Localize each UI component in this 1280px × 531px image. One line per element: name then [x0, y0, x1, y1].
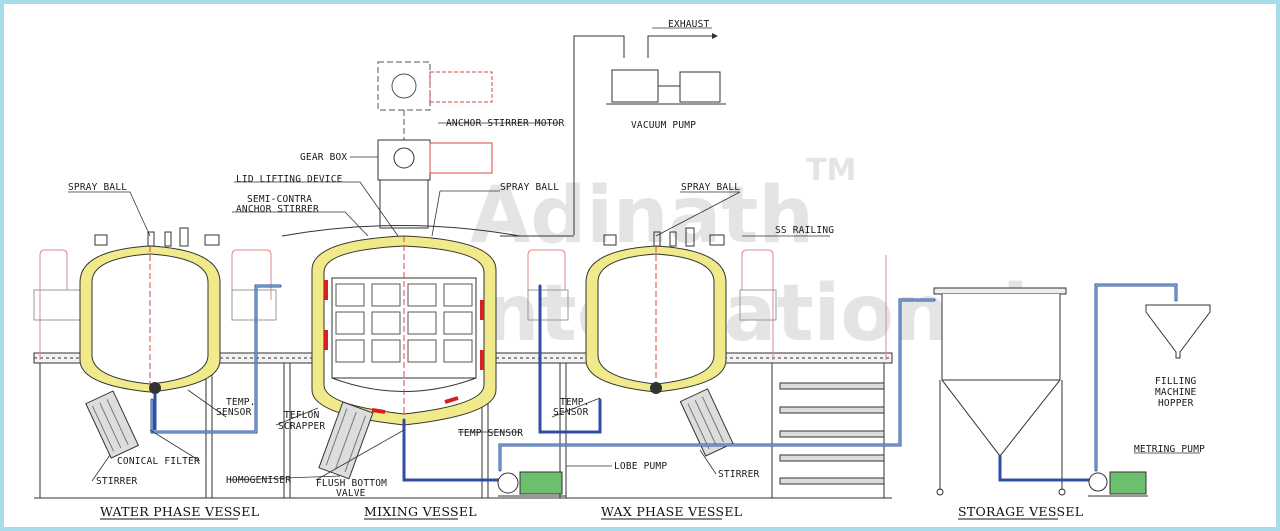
- water-phase-vessel: [79, 227, 221, 459]
- watermark-tm: TM: [806, 153, 856, 188]
- label-semi-contra-2: ANCHOR STIRRER: [236, 204, 319, 215]
- label-spray-ball-mid: SPRAY BALL: [500, 182, 559, 193]
- label-spray-ball-right: SPRAY BALL: [681, 182, 740, 193]
- label-temp-sensor-left-1: TEMP.: [226, 397, 256, 408]
- label-exhaust: EXHAUST: [668, 19, 710, 30]
- label-conical-filter: CONICAL FILTER: [117, 456, 200, 467]
- wax-phase-vessel: [585, 227, 734, 457]
- label-lid-lifting-device: LID LIFTING DEVICE: [236, 174, 343, 185]
- storage-vessel: [933, 287, 1067, 496]
- label-teflon-1: TEFLON: [284, 410, 320, 421]
- lobe-pump: [497, 471, 566, 497]
- label-spray-ball-left: SPRAY BALL: [68, 182, 127, 193]
- label-temp-sensor-left-2: SENSOR: [216, 407, 252, 418]
- label-filling-2: MACHINE: [1155, 387, 1197, 398]
- label-vacuum-pump: VACUUM PUMP: [631, 120, 696, 131]
- caption-water-phase-vessel: WATER PHASE VESSEL: [100, 504, 259, 519]
- label-flush-bottom-2: VALVE: [336, 488, 366, 499]
- filling-machine-hopper: [1145, 304, 1211, 359]
- label-stirrer-left: STIRRER: [96, 476, 138, 487]
- label-lobe-pump: LOBE PUMP: [614, 461, 667, 472]
- label-temp-sensor-mid: TEMP SENSOR: [458, 428, 523, 439]
- watermark-line1: Adinath: [470, 171, 814, 261]
- labels: EXHAUST VACUUM PUMP ANCHOR STIRRER MOTOR…: [68, 19, 1205, 499]
- label-anchor-stirrer-motor: ANCHOR STIRRER MOTOR: [446, 118, 564, 129]
- metring-pump: [1088, 471, 1148, 497]
- label-teflon-2: SCRAPPER: [278, 421, 325, 432]
- label-temp-sensor-right-1: TEMP.: [560, 397, 590, 408]
- label-metring-pump: METRING PUMP: [1134, 444, 1205, 455]
- mixing-vessel: [281, 61, 521, 480]
- captions: WATER PHASE VESSEL MIXING VESSEL WAX PHA…: [100, 504, 1083, 520]
- label-temp-sensor-right-2: SENSOR: [553, 407, 589, 418]
- vacuum-pump: [500, 33, 726, 237]
- pipes: [150, 283, 1178, 482]
- caption-storage-vessel: STORAGE VESSEL: [958, 504, 1083, 519]
- label-filling-3: HOPPER: [1158, 398, 1194, 409]
- leader-lines: [68, 27, 1200, 482]
- label-homogeniser: HOMOGENISER: [226, 475, 291, 486]
- label-ss-railing: SS RAILING: [775, 225, 834, 236]
- label-gear-box: GEAR BOX: [300, 152, 347, 163]
- label-flush-bottom-1: FLUSH BOTTOM: [316, 478, 387, 489]
- label-stirrer-right: STIRRER: [718, 469, 760, 480]
- label-filling-1: FILLING: [1155, 376, 1197, 387]
- caption-wax-phase-vessel: WAX PHASE VESSEL: [601, 504, 742, 519]
- caption-mixing-vessel: MIXING VESSEL: [364, 504, 477, 519]
- label-semi-contra-1: SEMI-CONTRA: [247, 194, 312, 205]
